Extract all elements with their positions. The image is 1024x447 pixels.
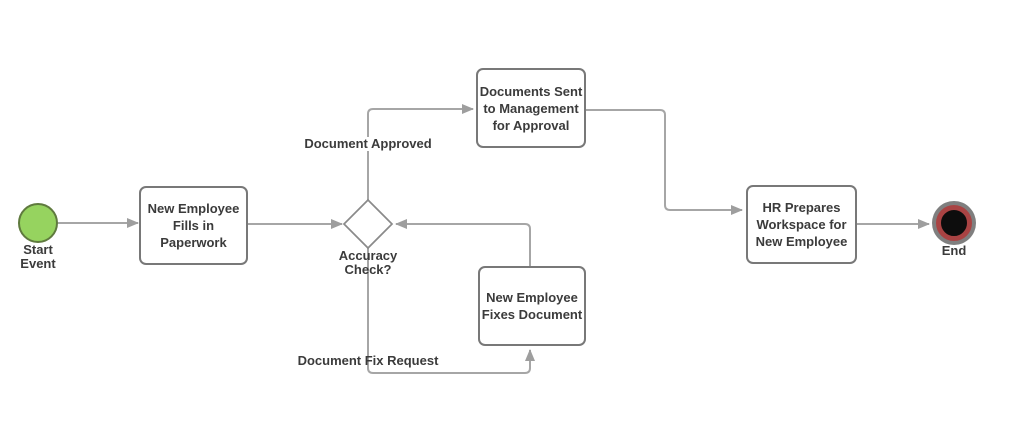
task-new-employee-fixes-document[interactable]: New Employee Fixes Document (478, 266, 586, 346)
accuracy-check-label: Accuracy Check? (338, 248, 398, 277)
end-event-circle[interactable] (936, 205, 972, 241)
task-label: New Employee Fixes Document (481, 290, 583, 322)
connector-accuracy-to-management (367, 104, 474, 200)
task-label: HR Prepares Workspace for New Employee (755, 200, 848, 249)
edge-label-document-approved: Document Approved (288, 137, 448, 151)
task-documents-sent-management[interactable]: Documents Sent to Management for Approva… (476, 68, 586, 148)
task-label: New Employee Fills in Paperwork (147, 201, 240, 250)
start-event-circle[interactable] (18, 203, 58, 243)
connector-accuracy-to-fix (367, 248, 535, 374)
connector-management-to-hr (586, 109, 743, 215)
decision-diamond-accuracy-check[interactable] (342, 198, 394, 250)
connector-fix-to-accuracy (395, 219, 531, 266)
task-hr-prepares-workspace[interactable]: HR Prepares Workspace for New Employee (746, 185, 857, 264)
end-event-label: End (941, 243, 967, 258)
edge-label-document-fix-request: Document Fix Request (297, 353, 439, 368)
task-label: Documents Sent to Management for Approva… (479, 83, 583, 133)
task-new-employee-fills-paperwork[interactable]: New Employee Fills in Paperwork (139, 186, 248, 265)
start-event-label: Start Event (20, 242, 56, 271)
